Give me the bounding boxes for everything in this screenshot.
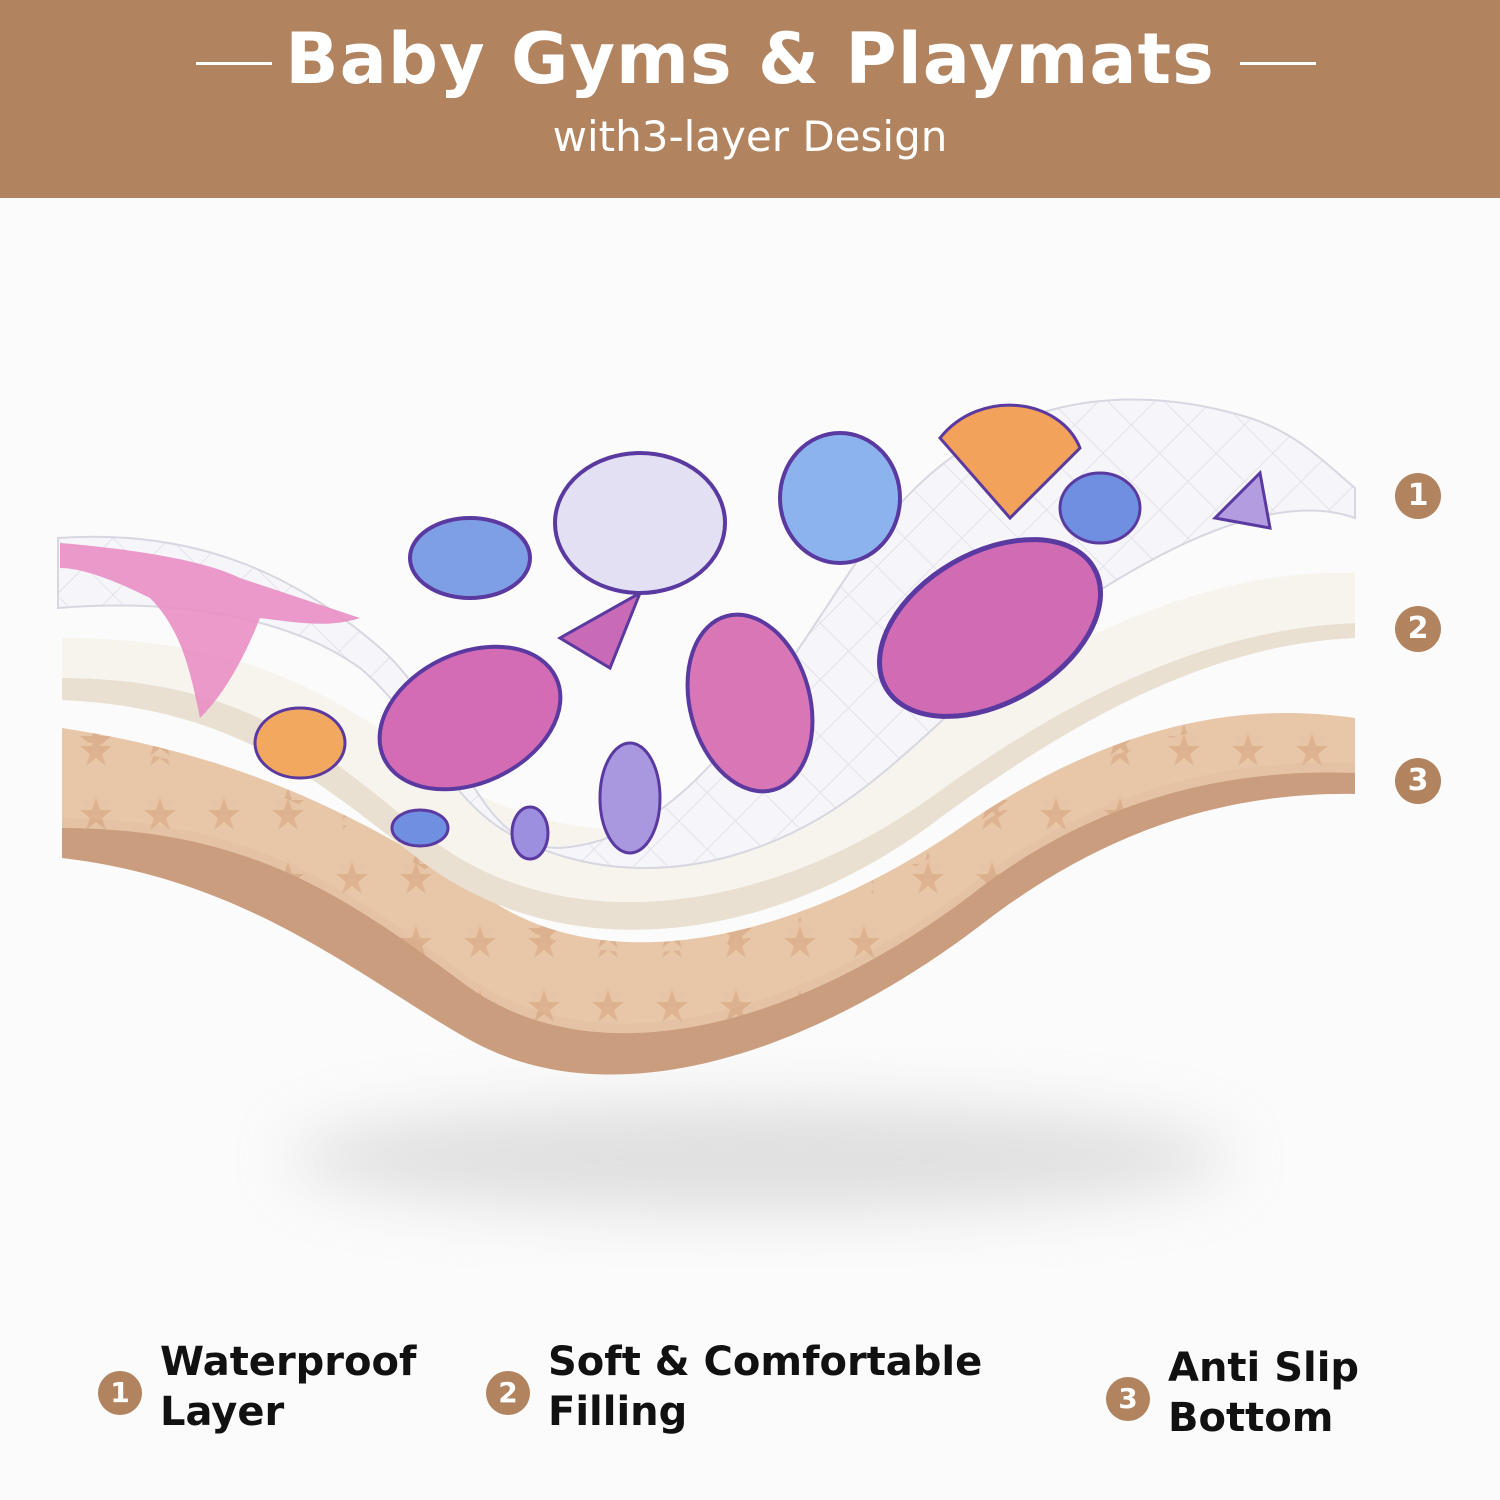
feature-number-1: 1 bbox=[98, 1371, 142, 1415]
feature-label-line1: Soft & Comfortable bbox=[548, 1339, 983, 1385]
feature-number-2: 2 bbox=[486, 1371, 530, 1415]
title-dash-right bbox=[1240, 62, 1316, 65]
floor-shadow bbox=[290, 1103, 1230, 1213]
layer-marker-3: 3 bbox=[1395, 758, 1441, 804]
layer-illustration bbox=[57, 398, 1356, 1213]
feature-filling: 2 Soft & Comfortable Filling bbox=[486, 1337, 1026, 1437]
page-subtitle: with3-layer Design bbox=[552, 112, 948, 161]
feature-waterproof: 1 Waterproof Layer bbox=[98, 1337, 438, 1437]
feature-label-line2: Layer bbox=[160, 1389, 285, 1435]
feature-number-3: 3 bbox=[1106, 1377, 1150, 1421]
feature-label-line1: Anti Slip bbox=[1168, 1345, 1360, 1391]
feature-anti-slip: 3 Anti Slip Bottom bbox=[1106, 1343, 1406, 1443]
layer-marker-2: 2 bbox=[1395, 606, 1441, 652]
shell-pattern bbox=[60, 403, 1272, 861]
feature-label-line2: Bottom bbox=[1168, 1395, 1334, 1441]
waterproof-layer bbox=[57, 398, 1356, 869]
bottom-layer bbox=[62, 712, 1355, 1075]
layer-marker-1: 1 bbox=[1395, 473, 1441, 519]
page-title: Baby Gyms & Playmats bbox=[285, 18, 1215, 100]
title-dash-left bbox=[196, 62, 272, 65]
feature-label-line2: Filling bbox=[548, 1389, 688, 1435]
feature-label-line1: Waterproof bbox=[160, 1339, 417, 1385]
header-banner: Baby Gyms & Playmats with3-layer Design bbox=[0, 0, 1500, 198]
